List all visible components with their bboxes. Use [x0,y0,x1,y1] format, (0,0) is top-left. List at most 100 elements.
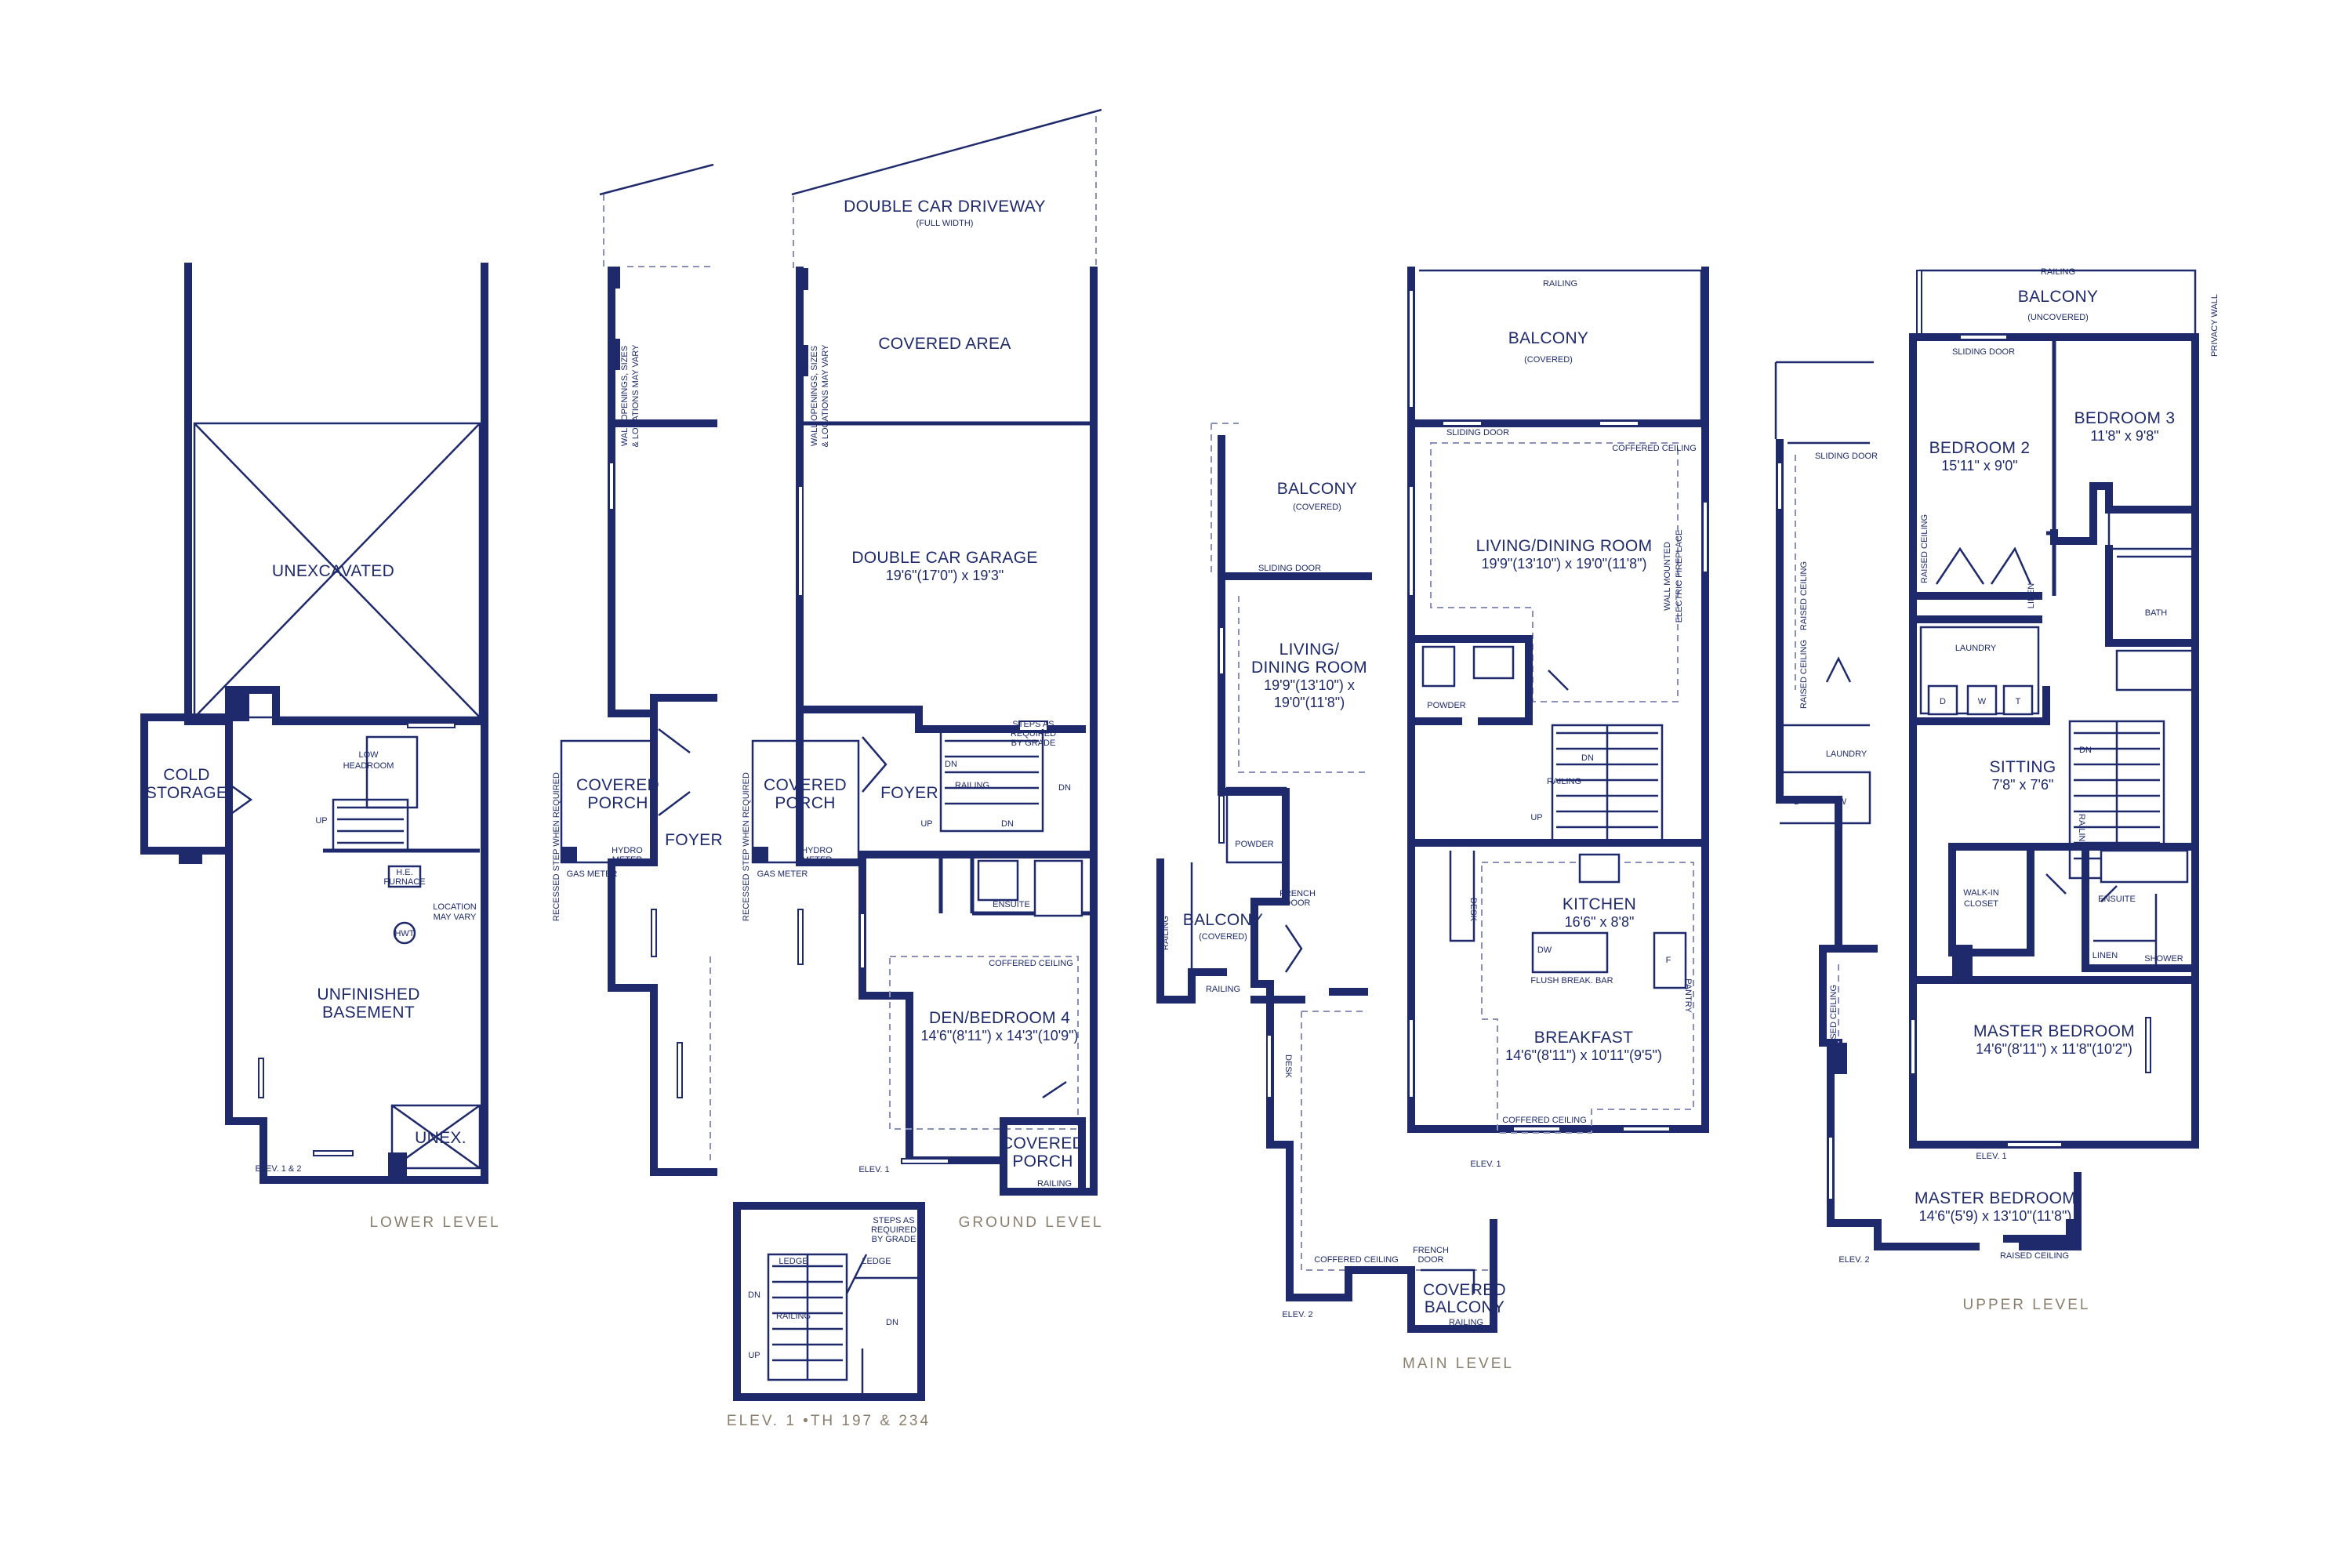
linen-label-2: LINEN [2092,951,2118,960]
lower-up-label: UP [315,816,327,826]
desk-label-main1: DESK [1468,898,1478,922]
railing-upper1-stair: RAILING [2077,814,2086,848]
dn-label-main1: DN [1581,753,1594,763]
dryer-d-upper1: D [1940,697,1946,706]
coffered-ceiling-breakfast: COFFERED CEILING [1502,1116,1587,1125]
laundry-label-upper1: LAUNDRY [1955,644,1997,653]
railing-main1: RAILING [1543,279,1577,289]
desk-label-main2: DESK [1283,1054,1293,1079]
coffered-ceiling-main1: COFFERED CEILING [1612,444,1697,453]
raised-ceiling-master2: RAISED CEILING [2000,1251,2069,1261]
gas-meter-label-elev1: GAS METER [757,869,808,879]
french-door-bottom-b: DOOR [1418,1255,1444,1265]
inset-railing: RAILING [776,1312,811,1321]
breakfast-label: BREAKFAST [1534,1029,1633,1047]
covered-porch-label-elev1-2: PORCH [775,794,835,812]
inset-steps-note: STEPS AS [873,1216,914,1225]
low-headroom-label: LOW [358,750,379,760]
upper-elev2-label: ELEV. 2 [1838,1255,1869,1265]
railing-covered-balcony: RAILING [1449,1318,1483,1327]
sitting-dimensions: 7'8" x 7'6" [1992,777,2054,793]
linen-label-1: LINEN [2027,583,2036,608]
hydro-meter-label-elev2-2: METER [612,855,643,865]
location-note-2: MAY VARY [434,913,477,922]
balcony-covered-main2: (COVERED) [1293,503,1341,512]
gas-meter-label-elev2: GAS METER [567,869,618,879]
covered-porch-label-elev2: COVERED [576,776,659,794]
raised-ceiling-bed2: RAISED CEILING [1920,514,1929,583]
bed3-dimensions: 11'8" x 9'8" [2090,428,2158,444]
sliding-door-upper2: SLIDING DOOR [1815,452,1878,461]
up-label-main1: UP [1530,813,1542,822]
upper-level-elev2-plan [1774,361,1882,1227]
french-door-label-main2-b: DOOR [1285,898,1311,908]
main-elev1-label: ELEV. 1 [1470,1160,1501,1169]
ensuite-label-ground: ENSUITE [993,900,1030,909]
ground-level-elev1-plan [751,108,1102,1196]
washer-w-upper2: W [1838,797,1847,807]
kitchen-label: KITCHEN [1563,895,1636,913]
garage-label: DOUBLE CAR GARAGE [851,549,1037,567]
ground-elev1-label: ELEV. 1 [858,1165,889,1174]
hwt-label: HWT [394,929,414,938]
railing-upper1: RAILING [2041,267,2075,277]
garage-dimensions: 19'6"(17'0") x 19'3" [886,568,1004,583]
fireplace-note: WALL MOUNTED [1663,542,1672,611]
ground-railing-front: RAILING [1037,1179,1072,1189]
privacy-wall-note: PRIVACY WALL [2210,294,2220,357]
master-dim-upper1: 14'6"(8'11") x 11'8"(10'2") [1976,1041,2132,1057]
sitting-label: SITTING [1990,758,2056,776]
balcony-covered-side: (COVERED) [1199,932,1247,942]
wall-note-elev1: WALL OPENINGS, SIZES [810,346,819,446]
raised-ceiling-upper2-b: RAISED CEILING [1799,640,1809,709]
ground-elev2-label: ELEV. 2 [670,1169,701,1178]
lower-level-plan [140,263,488,1184]
steps-note-1: STEPS AS [1012,720,1054,729]
dn-label-upper1: DN [2079,746,2092,755]
bed2-dimensions: 15'11" x 9'0" [1941,458,2017,474]
main-level-elev2-plan [1156,423,1497,1333]
unexcavated-label: UNEXCAVATED [272,562,394,580]
foyer-label-elev1: FOYER [880,784,938,802]
powder-label-main1: POWDER [1427,701,1466,710]
ground-dn-label-1: DN [945,760,957,769]
furnace-label: H.E. [396,868,412,877]
main-level-elev1-plan [1407,267,1709,1134]
covered-porch-label-front-2: PORCH [1012,1152,1073,1171]
sliding-door-main2: SLIDING DOOR [1258,564,1321,573]
foyer-label-elev2: FOYER [665,831,723,849]
railing-main1-stair: RAILING [1547,777,1581,786]
breakfast-dimensions: 14'6"(8'11") x 10'11"(9'5") [1505,1047,1662,1063]
living-label-main2: LIVING/ [1279,641,1340,659]
recessed-step-note-elev2: RECESSED STEP WHEN REQUIRED [552,772,561,921]
driveway-label: DOUBLE CAR DRIVEWAY [844,198,1046,216]
steps-note-2: REQUIRED [1011,729,1056,739]
inset-steps-note-2: REQUIRED [871,1225,916,1235]
ground-up-label: UP [920,819,932,829]
steps-note-3: BY GRADE [1011,739,1056,748]
balcony-label-main1: BALCONY [1508,329,1588,347]
living-dim-main2-b: 19'0"(11'8") [1274,695,1345,710]
den-label: DEN/BEDROOM 4 [929,1009,1070,1027]
location-note: LOCATION [433,902,476,912]
hydro-meter-label-elev1-2: METER [802,855,833,865]
master-label-upper1: MASTER BEDROOM [1973,1022,2135,1040]
main-level-caption: MAIN LEVEL [1403,1356,1514,1372]
powder-label-main2: POWDER [1235,840,1274,849]
wall-note-elev1-2: & LOCATIONS MAY VARY [821,344,830,448]
laundry-label-upper2: LAUNDRY [1826,750,1867,759]
furnace-label-2: FURNACE [383,877,425,887]
basement-label: UNFINISHED [317,985,419,1004]
unex-label: UNEX. [415,1129,466,1147]
ground-level-caption: GROUND LEVEL [959,1214,1104,1231]
balcony-uncovered-upper1: (UNCOVERED) [2027,313,2089,322]
walkin-closet-label-b: CLOSET [1964,899,1998,909]
master-label-upper2: MASTER BEDROOM [1915,1189,2076,1207]
bed3-label: BEDROOM 3 [2074,409,2176,427]
flush-bar-label: FLUSH BREAK. BAR [1530,976,1613,985]
covered-porch-label-elev2-2: PORCH [587,794,648,812]
shower-label: SHOWER [2144,954,2183,964]
inset-steps-note-3: BY GRADE [872,1235,916,1244]
hydro-meter-label-elev2: HYDRO [612,846,643,855]
bed2-label: BEDROOM 2 [1929,439,2031,457]
